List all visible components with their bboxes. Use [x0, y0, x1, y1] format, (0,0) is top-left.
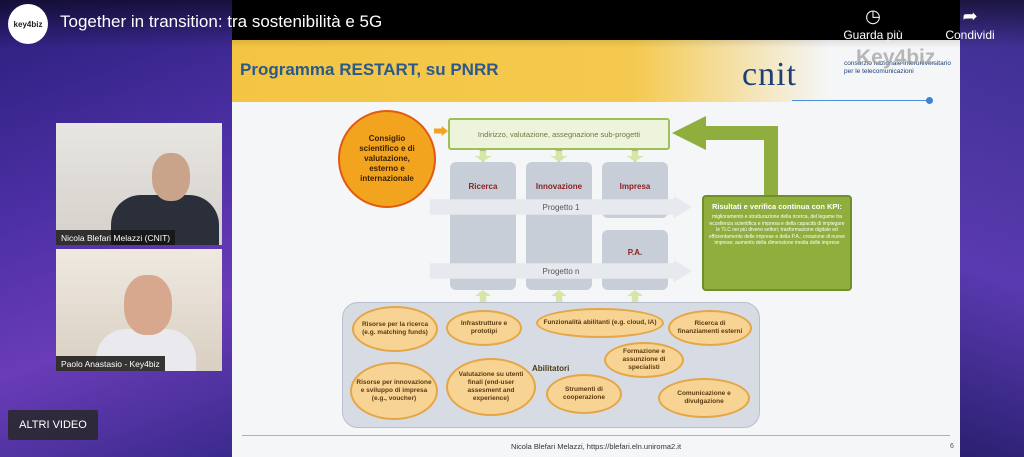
slide-footer: Nicola Blefari Melazzi, https://blefari.…: [510, 442, 682, 451]
speaker-1-name: Nicola Blefari Melazzi (CNIT): [56, 230, 176, 245]
feedback-arrow-vertical: [764, 126, 778, 196]
down-arrow-innovazione: [551, 150, 567, 162]
player-top-bar: [0, 0, 1024, 48]
slide-header: [232, 40, 960, 102]
watch-later-label: Guarda più: [843, 28, 903, 42]
cnit-logo-subtitle: consorzio nazionale interuniversitario p…: [844, 60, 951, 75]
enabler-formazione: Formazione e assunzione di specialisti: [604, 342, 684, 378]
results-kpi-box: Risultati e verifica continua con KPI: m…: [702, 195, 852, 291]
results-title: Risultati e verifica continua con KPI:: [711, 202, 843, 211]
speaker-2-name: Paolo Anastasio - Key4biz: [56, 356, 165, 371]
column-label-innovazione: Innovazione: [535, 182, 583, 191]
enabler-risorse-innovazione: Risorse per innovazione e sviluppo di im…: [350, 362, 438, 420]
cnit-logo: cnit: [742, 56, 797, 93]
enabler-cooperazione: Strumenti di cooperazione: [546, 374, 622, 414]
progetto-n-arrow: Progetto n: [430, 260, 692, 282]
up-arrow-pa: [627, 290, 643, 302]
enabler-valutazione: Valutazione su utenti finali (end-user a…: [446, 358, 536, 416]
consiglio-arrow: [434, 126, 448, 136]
watch-later-button[interactable]: ◷ Guarda più: [838, 6, 908, 42]
footer-divider: [242, 435, 950, 436]
studio-background-right: [960, 0, 1024, 457]
abilitatori-label: Abilitatori: [532, 364, 570, 373]
feedback-arrow-horizontal: [702, 126, 778, 140]
slide-title: Programma RESTART, su PNRR: [240, 60, 499, 79]
consiglio-circle: Consiglio scientifico e di valutazione, …: [338, 110, 436, 208]
feedback-arrow-head: [672, 116, 706, 150]
more-videos-button[interactable]: ALTRI VIDEO: [8, 410, 98, 440]
down-arrow-impresa: [627, 150, 643, 162]
enabler-risorse-ricerca: Risorse per la ricerca (e.g. matching fu…: [352, 306, 438, 352]
up-arrow-innovazione: [551, 290, 567, 302]
up-arrow-ricerca: [475, 290, 491, 302]
speaker-1-head: [152, 153, 190, 201]
column-label-impresa: Impresa: [619, 182, 651, 191]
slide-page-number: 6: [950, 443, 954, 450]
video-title[interactable]: Together in transition: tra sostenibilit…: [60, 12, 383, 31]
key4biz-watermark: Key4biz: [856, 46, 936, 69]
speaker-2-head: [124, 275, 172, 335]
share-icon: ➦: [962, 6, 978, 26]
clock-icon: ◷: [865, 6, 881, 26]
enabler-infrastrutture: Infrastrutture e prototipi: [446, 310, 522, 346]
share-button[interactable]: ➦ Condividi: [930, 6, 1010, 42]
column-label-ricerca: Ricerca: [468, 182, 498, 191]
enabler-finanziamenti: Ricerca di finanziamenti esterni: [668, 310, 752, 346]
progetto-1-arrow: Progetto 1: [430, 196, 692, 218]
indirizzo-box: Indirizzo, valutazione, assegnazione sub…: [448, 118, 670, 150]
column-label-pa: P.A.: [627, 248, 643, 257]
share-label: Condividi: [945, 28, 995, 42]
header-divider: [792, 100, 930, 101]
results-body: miglioramento e strutturazione della ric…: [709, 214, 846, 246]
speaker-video-2: Paolo Anastasio - Key4biz: [56, 249, 222, 371]
header-dot: [926, 97, 933, 104]
enabler-funzionalita: Funzionalità abilitanti (e.g. cloud, IA): [536, 308, 664, 338]
speaker-video-1: Nicola Blefari Melazzi (CNIT): [56, 123, 222, 245]
channel-avatar[interactable]: key4biz: [8, 4, 48, 44]
presentation-slide: Programma RESTART, su PNRR cnit consorzi…: [232, 40, 960, 457]
column-pa: [602, 230, 668, 290]
down-arrow-ricerca: [475, 150, 491, 162]
enabler-comunicazione: Comunicazione e divulgazione: [658, 378, 750, 418]
